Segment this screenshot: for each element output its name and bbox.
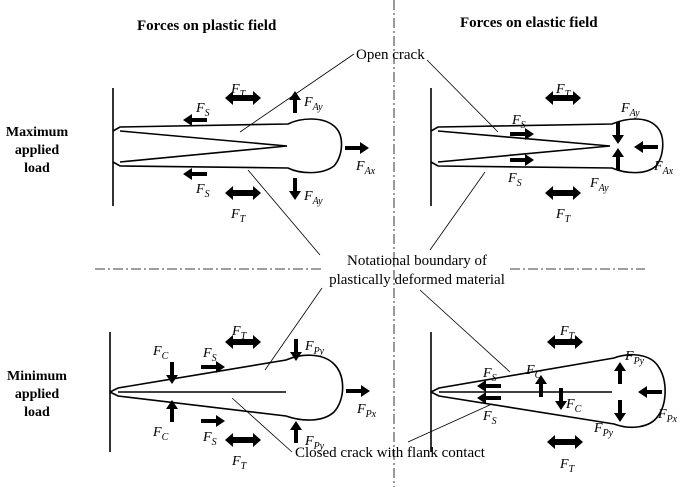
leader-closed-crack-right — [407, 403, 493, 443]
svg-text:FAy: FAy — [303, 95, 323, 113]
arrow-fpy-down-elastic — [614, 400, 626, 422]
svg-text:FPx: FPx — [657, 407, 678, 425]
svg-text:FPy: FPy — [593, 421, 614, 439]
forces-plastic-min: FT FT FS FS FC FC FPy FPy FPx — [152, 324, 377, 472]
leader-closed-crack-left — [231, 397, 293, 453]
label-open-crack: Open crack — [356, 47, 425, 63]
svg-text:FAy: FAy — [620, 101, 640, 119]
svg-text:Maximum: Maximum — [6, 125, 69, 140]
header-elastic-field: Forces on elastic field — [460, 15, 598, 31]
svg-text:FAx: FAx — [355, 159, 376, 177]
arrow-ft-bottom-elastic — [545, 186, 581, 200]
svg-text:FAx: FAx — [653, 159, 674, 177]
arrow-fay-up-elastic — [612, 148, 624, 170]
svg-text:FC: FC — [565, 397, 582, 415]
arrow-fs-bottom — [183, 168, 207, 180]
svg-text:Minimum: Minimum — [7, 369, 67, 384]
arrow-ft-bottom-elastic-min — [547, 435, 583, 449]
svg-text:FAy: FAy — [589, 176, 609, 194]
row-label-minimum-load: Minimum applied load — [7, 369, 67, 420]
svg-text:FS: FS — [202, 346, 217, 364]
svg-text:FS: FS — [511, 113, 526, 131]
arrow-fs-bottom-min — [201, 415, 225, 427]
row-label-maximum-load: Maximum applied load — [6, 125, 69, 176]
crack-plastic-min — [109, 332, 344, 452]
svg-text:FT: FT — [555, 207, 572, 225]
arrow-fpx — [346, 385, 370, 397]
svg-text:applied: applied — [15, 143, 60, 158]
svg-text:applied: applied — [15, 387, 60, 402]
svg-text:FS: FS — [482, 366, 497, 384]
svg-text:FT: FT — [559, 457, 576, 475]
svg-text:FT: FT — [555, 82, 572, 100]
leader-open-crack-left — [239, 53, 355, 133]
leader-boundary-top-left — [247, 169, 321, 256]
label-boundary-line1: Notational boundary of — [347, 253, 487, 269]
svg-text:FS: FS — [482, 409, 497, 427]
svg-text:FC: FC — [152, 425, 169, 443]
arrow-fax-elastic — [634, 141, 658, 153]
arrow-fc-down — [166, 362, 178, 384]
leader-boundary-top-right — [429, 171, 486, 251]
crack-elastic-max — [430, 88, 664, 206]
svg-text:FT: FT — [559, 324, 576, 342]
svg-text:FT: FT — [231, 454, 248, 472]
crack-plastic-max — [112, 88, 343, 206]
arrow-ft-bottom — [225, 186, 261, 200]
arrow-fpy-up — [290, 421, 302, 443]
svg-text:FPy: FPy — [304, 339, 325, 357]
arrow-fpx-elastic — [638, 386, 662, 398]
svg-text:FS: FS — [202, 430, 217, 448]
forces-elastic-max: FT FT FS FS FAy FAy FAx — [507, 82, 674, 225]
svg-text:FPx: FPx — [356, 402, 377, 420]
arrow-ft-bottom-min — [225, 433, 261, 447]
svg-text:FS: FS — [507, 171, 522, 189]
forces-elastic-min: FT FT FS FS FC FC FPy FPy FPx — [477, 324, 678, 475]
svg-text:FT: FT — [230, 82, 247, 100]
arrow-fay-down — [289, 178, 301, 200]
svg-text:FC: FC — [525, 363, 542, 381]
svg-text:FPy: FPy — [304, 434, 325, 452]
label-closed-crack: Closed crack with flank contact — [295, 445, 486, 461]
leader-open-crack-right — [426, 59, 499, 133]
arrow-fs-bottom-elastic — [510, 154, 534, 166]
arrow-fax — [345, 142, 369, 154]
svg-text:FAy: FAy — [303, 189, 323, 207]
forces-plastic-max: FT FT FS FS FAy FAy FAx — [183, 82, 376, 225]
leader-boundary-bottom-left — [264, 287, 323, 371]
svg-text:FC: FC — [152, 344, 169, 362]
svg-text:FS: FS — [195, 101, 210, 119]
svg-text:FPy: FPy — [624, 349, 645, 367]
arrow-fpy-up-elastic — [614, 362, 626, 384]
svg-text:FT: FT — [231, 324, 248, 342]
arrow-fay-down-elastic — [612, 122, 624, 144]
svg-text:FT: FT — [230, 207, 247, 225]
header-plastic-field: Forces on plastic field — [137, 18, 277, 34]
svg-text:FS: FS — [195, 182, 210, 200]
label-boundary-line2: plastically deformed material — [329, 272, 505, 288]
arrow-fs-top-elastic-min — [477, 380, 501, 392]
leader-boundary-bottom-right — [419, 289, 511, 373]
svg-text:load: load — [24, 405, 50, 420]
svg-text:load: load — [24, 161, 50, 176]
